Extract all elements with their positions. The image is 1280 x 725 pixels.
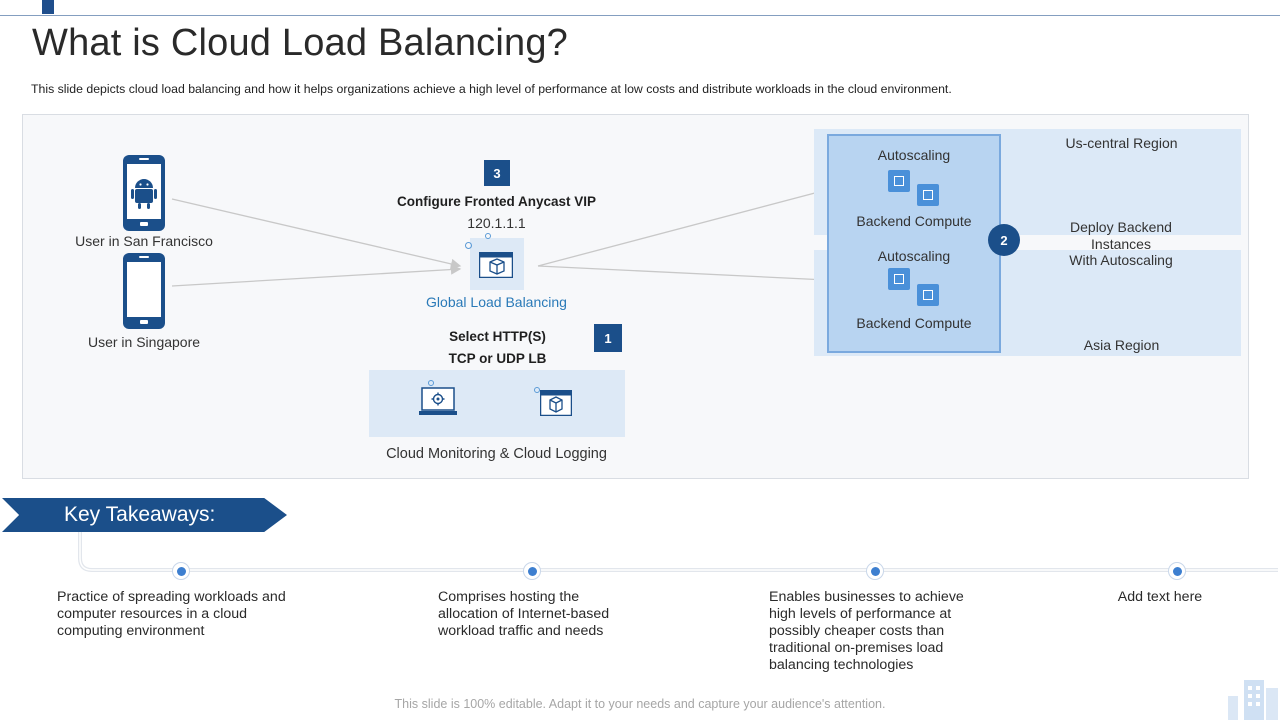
user-sf-label: User in San Francisco [75, 233, 213, 249]
step-2-badge: 2 [988, 224, 1020, 256]
node-dot-icon [485, 233, 491, 239]
step-1-line1: Select HTTP(S) [449, 329, 546, 344]
step-1-badge: 1 [594, 324, 622, 352]
timeline-marker [1168, 562, 1186, 580]
compute-chip-icon [888, 268, 910, 290]
node-dot-icon [465, 242, 472, 249]
us-central-region-label: Us-central Region [1065, 135, 1178, 151]
user-sg-label: User in Singapore [87, 334, 201, 350]
monitoring-laptop-icon [419, 385, 457, 419]
step-3-heading: Configure Fronted Anycast VIP [396, 194, 597, 209]
node-dot-icon [428, 380, 434, 386]
takeaways-ribbon [2, 498, 287, 532]
step-2-line1: Deploy Backend [1070, 219, 1172, 235]
android-phone-icon [123, 155, 165, 231]
timeline-marker [523, 562, 541, 580]
takeaway-item: Enables businesses to achieve high level… [769, 589, 964, 673]
slide-title: What is Cloud Load Balancing? [32, 22, 569, 64]
takeaway-item: Add text here [1117, 589, 1203, 605]
slide-footer: This slide is 100% editable. Adapt it to… [394, 697, 886, 711]
step-1-line2: TCP or UDP LB [448, 351, 547, 366]
arrow-lb-to-uscentral [537, 176, 870, 267]
slide-subtitle: This slide depicts cloud load balancing … [31, 82, 952, 96]
step-3-badge: 3 [484, 160, 510, 186]
takeaway-item: Practice of spreading workloads and comp… [57, 589, 286, 639]
step-2-line3: With Autoscaling [1069, 252, 1173, 268]
compute-chip-icon [888, 170, 910, 192]
step-2-line2: Instances [1091, 236, 1151, 252]
logging-icon [539, 389, 573, 417]
autoscaling-label: Autoscaling [877, 147, 951, 163]
arrow-sg-to-lb [171, 264, 462, 287]
timeline-marker [866, 562, 884, 580]
autoscaling-group [827, 134, 1001, 353]
monitoring-logging-caption: Cloud Monitoring & Cloud Logging [386, 446, 607, 462]
backend-compute-label: Backend Compute [856, 315, 972, 331]
asia-region-label: Asia Region [1083, 337, 1160, 353]
compute-chip-icon [917, 184, 939, 206]
vip-address: 120.1.1.1 [467, 215, 526, 231]
phone-icon [123, 253, 165, 329]
building-watermark-icon [1226, 678, 1280, 720]
autoscaling-label: Autoscaling [877, 248, 951, 264]
top-rule [0, 15, 1280, 16]
backend-compute-label: Backend Compute [856, 213, 972, 229]
arrow-sf-to-lb [171, 198, 462, 270]
node-dot-icon [534, 387, 540, 393]
takeaways-heading: Key Takeaways: [64, 503, 216, 526]
global-lb-caption: Global Load Balancing [426, 294, 567, 310]
top-accent-mark [42, 0, 54, 14]
load-balancer-icon [478, 251, 514, 279]
compute-chip-icon [917, 284, 939, 306]
arrow-lb-to-asia [537, 265, 870, 287]
takeaway-item: Comprises hosting the allocation of Inte… [438, 589, 610, 639]
monitoring-logging-tile [369, 370, 625, 437]
timeline-marker [172, 562, 190, 580]
